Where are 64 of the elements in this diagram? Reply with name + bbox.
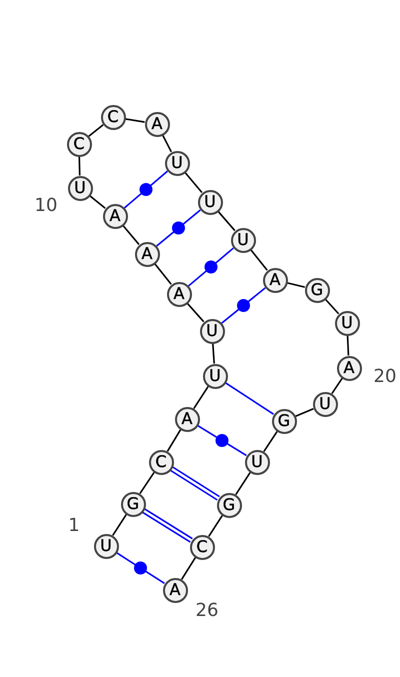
base-pair-line (170, 466, 220, 501)
nucleotide-circle: U (68, 176, 92, 200)
backbone-line (250, 249, 268, 271)
nucleotide-circle: A (144, 112, 170, 136)
nucleotide-circle: C (148, 450, 174, 474)
nucleotide-circle: G (216, 492, 242, 518)
position-number: 26 (196, 602, 218, 620)
nucleotide-circle: A (174, 406, 200, 432)
backbone-line (125, 118, 145, 123)
nucleotide-circle: A (102, 204, 128, 228)
nucleotide-circle: G (272, 408, 296, 434)
base-pair-line (116, 552, 165, 584)
nucleotide-circle: C (100, 104, 126, 130)
backbone-line (212, 343, 215, 364)
position-number: 20 (374, 368, 396, 386)
base-pair-line (197, 424, 247, 456)
backbone-line (346, 335, 350, 356)
backbone-line (324, 298, 340, 314)
backbone-line (88, 124, 104, 137)
backbone-line (166, 429, 182, 452)
backbone-line (263, 431, 278, 452)
backbone-line (184, 172, 203, 193)
nucleotide-circle: A (162, 578, 188, 602)
backbone-line (235, 472, 251, 495)
nucleotide-circle: U (200, 318, 224, 344)
backbone-line (89, 195, 106, 209)
base-pair-line (142, 508, 193, 543)
nucleotide-circle: U (244, 450, 270, 474)
backbone-line (186, 302, 204, 322)
backbone-line (286, 282, 306, 288)
nucleotide-circle: U (312, 392, 338, 416)
backbone-line (193, 386, 209, 409)
nucleotide-circle: U (198, 190, 222, 214)
backbone-line (122, 225, 140, 245)
backbone-line (78, 156, 81, 176)
base-pair-line (188, 247, 234, 287)
nucleotide-circle: A (166, 282, 192, 306)
position-number: 10 (34, 197, 58, 215)
nucleotide-circle: A (336, 356, 362, 380)
position-number: 1 (68, 517, 80, 535)
backbone-line (154, 263, 172, 285)
nucleotide-circle: U (164, 150, 190, 176)
backbone-line (295, 408, 314, 417)
base-pair-line (156, 209, 201, 247)
nucleotide-circle: U (230, 228, 256, 252)
backbone-line (112, 514, 127, 536)
nucleotide-circle: G (120, 492, 146, 516)
backbone-line (218, 210, 236, 232)
base-pair-line (225, 382, 274, 415)
nucleotide-circle: U (202, 364, 228, 388)
backbone-line (331, 378, 343, 394)
backbone-line (208, 515, 223, 537)
nucleotide-circle: C (190, 534, 214, 560)
nucleotide-circle: U (94, 534, 118, 558)
backbone-line (180, 557, 196, 580)
backbone-line (139, 472, 155, 494)
nucleotide-circle: A (262, 268, 288, 292)
nucleotide-circle: C (66, 132, 92, 156)
nucleotide-circle: G (304, 278, 330, 302)
base-pair-line (124, 170, 168, 208)
nucleotide-circle: U (334, 310, 360, 336)
nucleotide-circle: A (134, 242, 160, 266)
backbone-line (162, 134, 172, 152)
base-pair-line (221, 287, 266, 324)
